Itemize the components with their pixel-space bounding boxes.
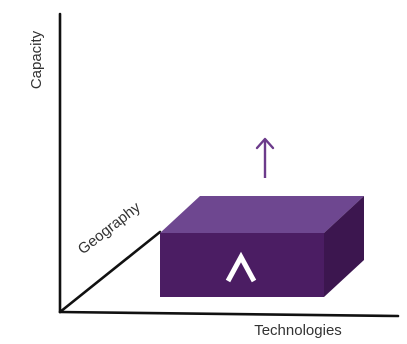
- x-axis-label: Technologies: [254, 322, 342, 339]
- logo-caret-icon: [225, 251, 257, 283]
- y-axis-label: Capacity: [28, 30, 45, 89]
- x-axis: [58, 310, 400, 318]
- box-side-face: [324, 196, 364, 297]
- z-axis-label: Geography: [75, 199, 144, 258]
- z-axis: [58, 230, 162, 314]
- box-front-face: [160, 233, 324, 297]
- up-arrow-head: [255, 137, 275, 150]
- technology-box: [160, 196, 364, 297]
- up-arrow-icon: [255, 137, 275, 178]
- box-top-face: [160, 196, 364, 233]
